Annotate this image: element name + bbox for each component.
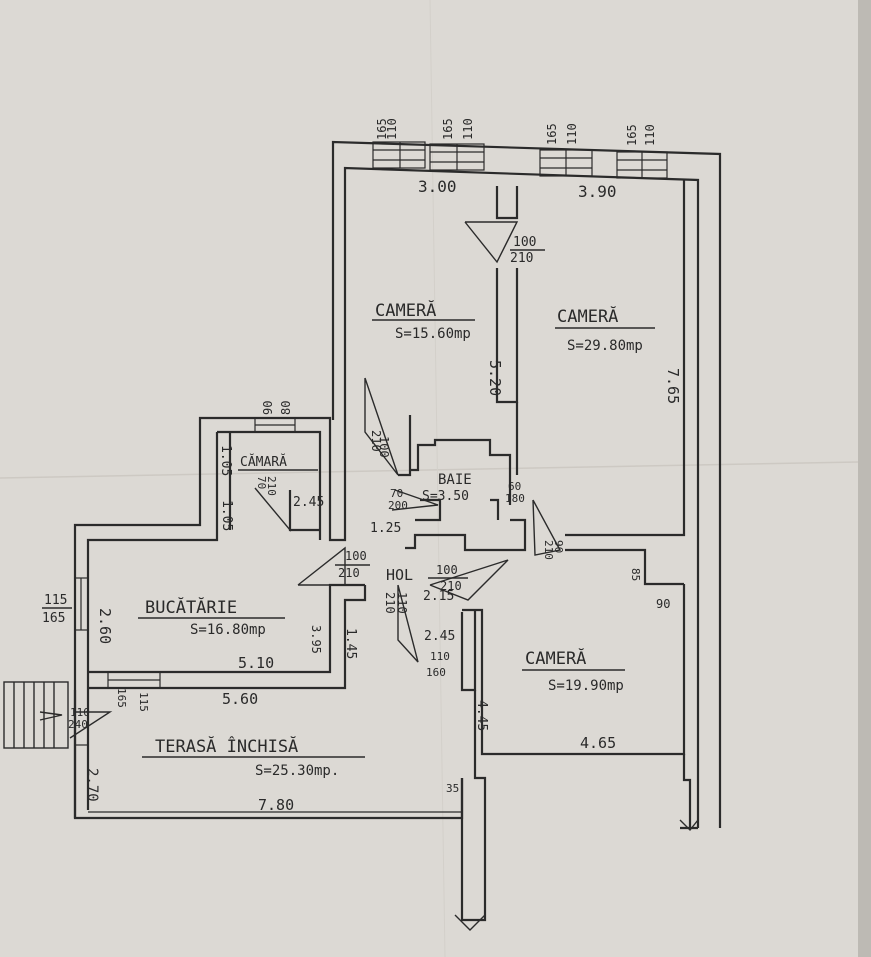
door-baie-h: 200 <box>388 499 408 512</box>
door-cam3-h: 210 <box>542 540 555 560</box>
camera-2-width: 3.90 <box>578 182 617 201</box>
window-1-w: 110 <box>385 118 399 140</box>
door-hol-w: 100 <box>436 563 458 577</box>
hol-width: 2.15 <box>423 589 454 604</box>
camera-1-name: CAMERĂ <box>375 299 436 321</box>
door-swings <box>69 221 562 739</box>
terasa-width: 7.80 <box>258 796 294 814</box>
kitchen-name: BUCĂTĂRIE <box>145 596 237 618</box>
camera-2-area: S=29.80mp <box>567 338 643 354</box>
camera-1-area: S=15.60mp <box>395 326 471 342</box>
kitchen-window-bottom <box>107 671 161 689</box>
window-2 <box>429 143 485 171</box>
door-cam3b-h: 160 <box>426 666 446 679</box>
camara-depth: 2.45 <box>293 495 324 510</box>
camara-door-h: 210 <box>265 476 278 496</box>
camera-3-offset-b: 90 <box>656 597 670 611</box>
door-baie-w: 70 <box>390 487 403 500</box>
door-terasa-h: 240 <box>68 718 88 731</box>
window-4-w: 110 <box>643 124 657 146</box>
camera-1-width: 3.00 <box>418 177 457 196</box>
door-terasa-w: 110 <box>70 706 90 719</box>
door-cam1-hall-w: 100 <box>377 436 391 458</box>
kitchen-win2-w: 115 <box>137 692 150 712</box>
door-cam3-w: 90 <box>552 540 565 553</box>
door-cam-h: 210 <box>510 251 533 266</box>
kitchen-width: 5.10 <box>238 654 274 672</box>
window-2-w: 110 <box>461 118 475 140</box>
camera-3-name: CAMERĂ <box>525 647 586 669</box>
kitchen-inner: 3.95 <box>309 625 323 654</box>
door-cam-w: 100 <box>513 235 536 250</box>
kitchen-depth: 2.60 <box>96 608 114 644</box>
paper-right-shadow <box>858 0 871 957</box>
terasa-top: 5.60 <box>222 690 258 708</box>
camera-3-depth: 4.45 <box>474 700 489 731</box>
kitchen-area: S=16.80mp <box>190 622 266 638</box>
windows <box>74 141 668 813</box>
camara-door-w: 70 <box>255 476 268 489</box>
kitchen-win2-h: 165 <box>115 688 128 708</box>
camara-wall: 1.05 <box>219 500 234 531</box>
camara-width: 1.05 <box>218 445 233 476</box>
stairs <box>3 681 69 749</box>
door-baie2-w: 60 <box>508 480 521 493</box>
camara-window-w: 80 <box>279 401 293 415</box>
camera-2-depth: 7.65 <box>664 368 682 404</box>
kitchen-side: 1.45 <box>343 628 358 659</box>
door-cam3b-w: 110 <box>430 650 450 663</box>
kitchen-win-w: 115 <box>44 593 67 608</box>
door-buc-w: 100 <box>345 549 367 563</box>
baie-area: S=3.50 <box>422 489 469 504</box>
paper-fold <box>0 461 859 479</box>
hol-side: 2.45 <box>424 629 455 644</box>
window-2-h: 165 <box>441 118 455 140</box>
camera-2-name: CAMERĂ <box>557 305 618 327</box>
camara-name: CĂMARĂ <box>240 454 287 470</box>
terasa-depth: 2.70 <box>84 768 100 802</box>
entry-arrows <box>454 819 699 931</box>
camara-window-h: 90 <box>261 401 275 415</box>
window-1-h: 165 <box>375 118 389 140</box>
kitchen-window-left <box>74 577 89 631</box>
door-cam1-hall-h: 210 <box>369 430 383 452</box>
kitchen-win-h: 165 <box>42 611 65 626</box>
camera-3-area: S=19.90mp <box>548 678 624 694</box>
door-hol-h: 210 <box>440 579 462 593</box>
baie-side: 1.25 <box>370 521 401 536</box>
window-3-w: 110 <box>565 123 579 145</box>
terrace-window-bottom <box>75 744 462 813</box>
window-4-h: 165 <box>625 124 639 146</box>
paper-fold-v <box>429 0 446 957</box>
terasa-wall: 35 <box>446 782 459 795</box>
door-hol2-h: 210 <box>383 592 397 614</box>
camera-3-width: 4.65 <box>580 734 616 752</box>
window-1 <box>372 141 426 169</box>
door-hol2-w: 110 <box>395 592 409 614</box>
terasa-name: TERASĂ ÎNCHISĂ <box>155 735 298 757</box>
baie-name: BAIE <box>438 472 472 488</box>
door-baie2-h: 180 <box>505 492 525 505</box>
walls <box>73 140 722 922</box>
hol-name: HOL <box>386 566 413 584</box>
window-3 <box>539 149 593 177</box>
camara-window <box>254 417 296 433</box>
terasa-area: S=25.30mp. <box>255 763 339 779</box>
window-3-h: 165 <box>545 123 559 145</box>
window-4 <box>616 151 668 179</box>
camera-3-offset-a: 85 <box>629 568 642 581</box>
labels: 110 165 110 165 110 165 110 165 3.00 CAM… <box>42 118 682 814</box>
door-buc-h: 210 <box>338 566 360 580</box>
camera-1-depth: 5.20 <box>486 360 504 396</box>
